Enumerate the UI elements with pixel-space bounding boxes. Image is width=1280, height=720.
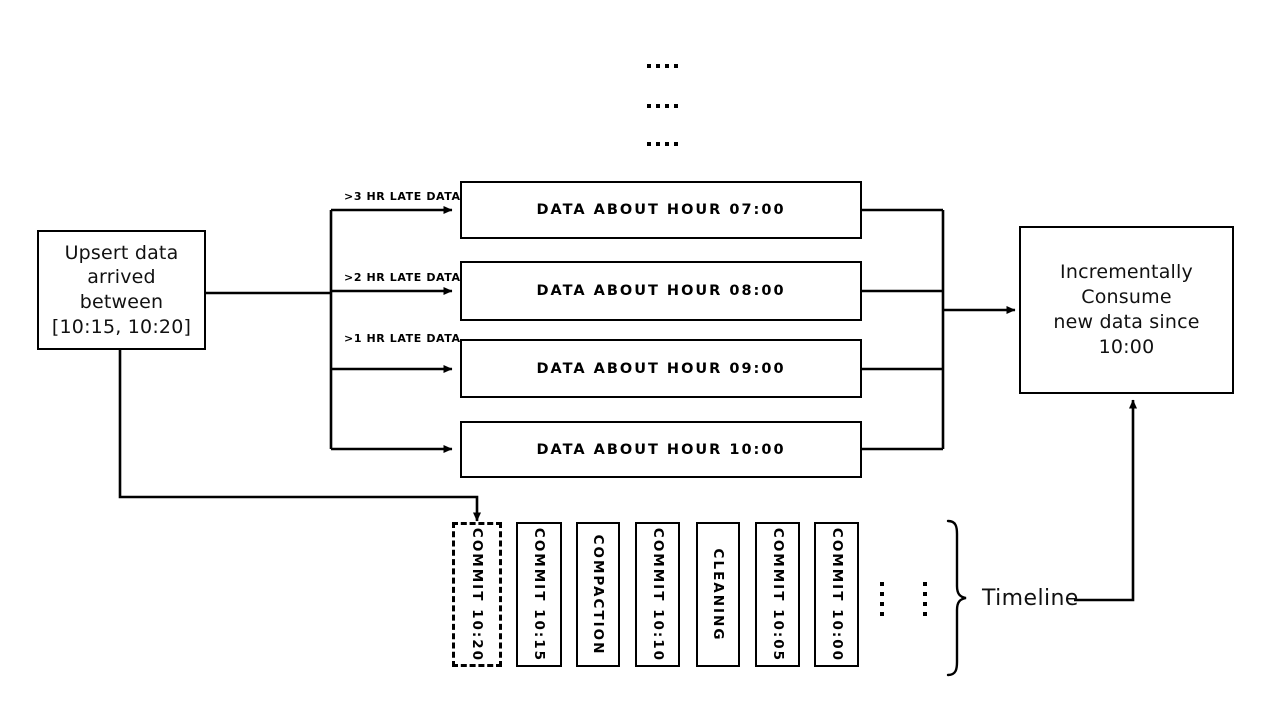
timeline-instant-label: COMPACTION (590, 534, 606, 655)
upsert-line-1: Upsert data (64, 241, 179, 264)
upsert-source-text: Upsert data arrived between [10:15, 10:2… (39, 241, 204, 340)
timeline-instant-commit-1010[interactable]: COMMIT 10:10 (635, 522, 680, 667)
hour-partition-09-label: DATA ABOUT HOUR 09:00 (536, 360, 786, 377)
timeline-instant-label: COMMIT 10:20 (469, 527, 485, 662)
timeline-continuation-2 (923, 582, 927, 616)
timeline-brace (946, 519, 967, 677)
consume-line-2: new data since 10:00 (1053, 311, 1200, 359)
timeline-instant-commit-1015[interactable]: COMMIT 10:15 (516, 522, 562, 667)
hour-partition-08[interactable]: DATA ABOUT HOUR 08:00 (460, 261, 862, 321)
upsert-line-3: [10:15, 10:20] (51, 315, 192, 338)
edge-label-1hr: >1 HR LATE DATA (344, 332, 461, 345)
edge-label-2hr: >2 HR LATE DATA (344, 271, 461, 284)
incremental-consume-node[interactable]: Incrementally Consume new data since 10:… (1019, 226, 1234, 394)
timeline-instant-label: CLEANING (710, 548, 726, 641)
hour-partition-10[interactable]: DATA ABOUT HOUR 10:00 (460, 421, 862, 478)
timeline-continuation-1 (880, 582, 884, 616)
wire-timeline-to-consume (1074, 399, 1137, 602)
timeline-instant-commit-1005[interactable]: COMMIT 10:05 (755, 522, 800, 667)
consume-line-1: Incrementally Consume (1060, 260, 1193, 308)
timeline-instant-cleaning[interactable]: CLEANING (696, 522, 740, 667)
hour-partition-09[interactable]: DATA ABOUT HOUR 09:00 (460, 339, 862, 398)
ellipsis-row-2 (647, 104, 678, 108)
timeline-instant-label: COMMIT 10:00 (828, 527, 845, 662)
timeline-instant-label: COMMIT 10:05 (769, 527, 786, 662)
timeline-label: Timeline (982, 586, 1079, 611)
timeline-instant-compaction[interactable]: COMPACTION (576, 522, 620, 667)
timeline-instant-label: COMMIT 10:15 (531, 527, 547, 662)
timeline-instant-commit-1000[interactable]: COMMIT 10:00 (814, 522, 859, 667)
ellipsis-row-1 (647, 64, 678, 68)
hour-partition-07-label: DATA ABOUT HOUR 07:00 (536, 202, 786, 218)
timeline-instant-commit-1020[interactable]: COMMIT 10:20 (452, 522, 502, 667)
edge-label-3hr: >3 HR LATE DATA (344, 190, 461, 203)
upsert-line-2: arrived between (79, 266, 164, 313)
hour-partition-10-label: DATA ABOUT HOUR 10:00 (536, 441, 786, 458)
incremental-consume-text: Incrementally Consume new data since 10:… (1021, 260, 1232, 360)
timeline-instant-label: COMMIT 10:10 (649, 527, 666, 662)
ellipsis-row-3 (647, 142, 678, 146)
hour-partition-07[interactable]: DATA ABOUT HOUR 07:00 (460, 181, 862, 239)
upsert-source-node[interactable]: Upsert data arrived between [10:15, 10:2… (37, 230, 206, 350)
hour-partition-08-label: DATA ABOUT HOUR 08:00 (536, 283, 786, 299)
wire-source-to-commit-1020 (118, 350, 481, 522)
